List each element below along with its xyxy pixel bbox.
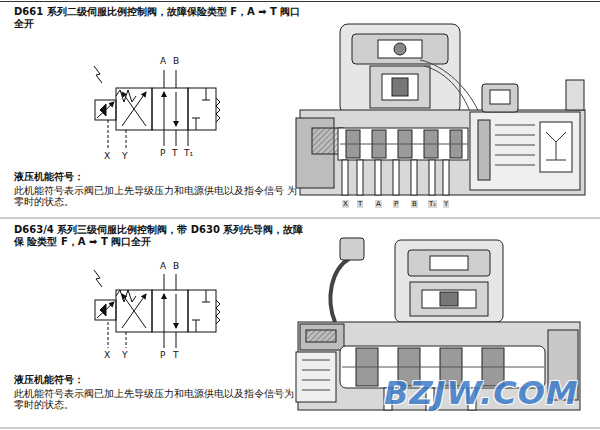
watermark: BZJW.COM bbox=[384, 374, 579, 412]
port-label: P bbox=[160, 148, 165, 159]
top-rule bbox=[0, 1, 600, 2]
port-label: A bbox=[160, 261, 166, 272]
note-text: 此机能符号表示阀已加上先导级压力和电源供电以及指令信号为 零时的状态。 bbox=[14, 388, 299, 411]
port-label: T bbox=[172, 148, 178, 159]
port-label: Y bbox=[443, 200, 449, 208]
section-heading: D661 系列二级伺服比例控制阀，故障保险类型 F，A ➡ T 阀口 全开 bbox=[14, 6, 306, 30]
note-text: 此机能符号表示阀已加上先导级压力和电源供电以及指令信号 为零时的状态。 bbox=[14, 185, 299, 208]
port-label: B bbox=[411, 200, 418, 208]
port-label: X bbox=[104, 151, 110, 162]
note-heading: 液压机能符号： bbox=[14, 374, 84, 385]
port-label: B bbox=[173, 261, 179, 272]
port-label: P bbox=[393, 200, 399, 208]
hydraulic-symbol bbox=[94, 270, 220, 348]
port-label: T₁ bbox=[184, 148, 193, 159]
port-label: P bbox=[160, 350, 165, 361]
port-label: X bbox=[342, 200, 349, 208]
port-label: B bbox=[173, 56, 179, 67]
note-heading: 液压机能符号： bbox=[14, 171, 84, 182]
section-heading: D663/4 系列三级伺服比例控制阀，带 D630 系列先导阀，故障保 险类型 … bbox=[14, 224, 306, 248]
valve-cross-section bbox=[296, 24, 585, 195]
section-rule bbox=[0, 218, 600, 219]
port-label: T₁ bbox=[428, 200, 437, 208]
bottom-rule bbox=[0, 428, 600, 429]
port-label: Y bbox=[122, 350, 128, 361]
port-label: Y bbox=[122, 151, 128, 162]
port-label: X bbox=[104, 350, 110, 361]
port-label: A bbox=[160, 56, 166, 67]
port-label: A bbox=[375, 200, 382, 208]
hydraulic-symbol bbox=[94, 66, 220, 150]
port-label: T bbox=[357, 200, 363, 208]
port-label: T bbox=[173, 350, 179, 361]
